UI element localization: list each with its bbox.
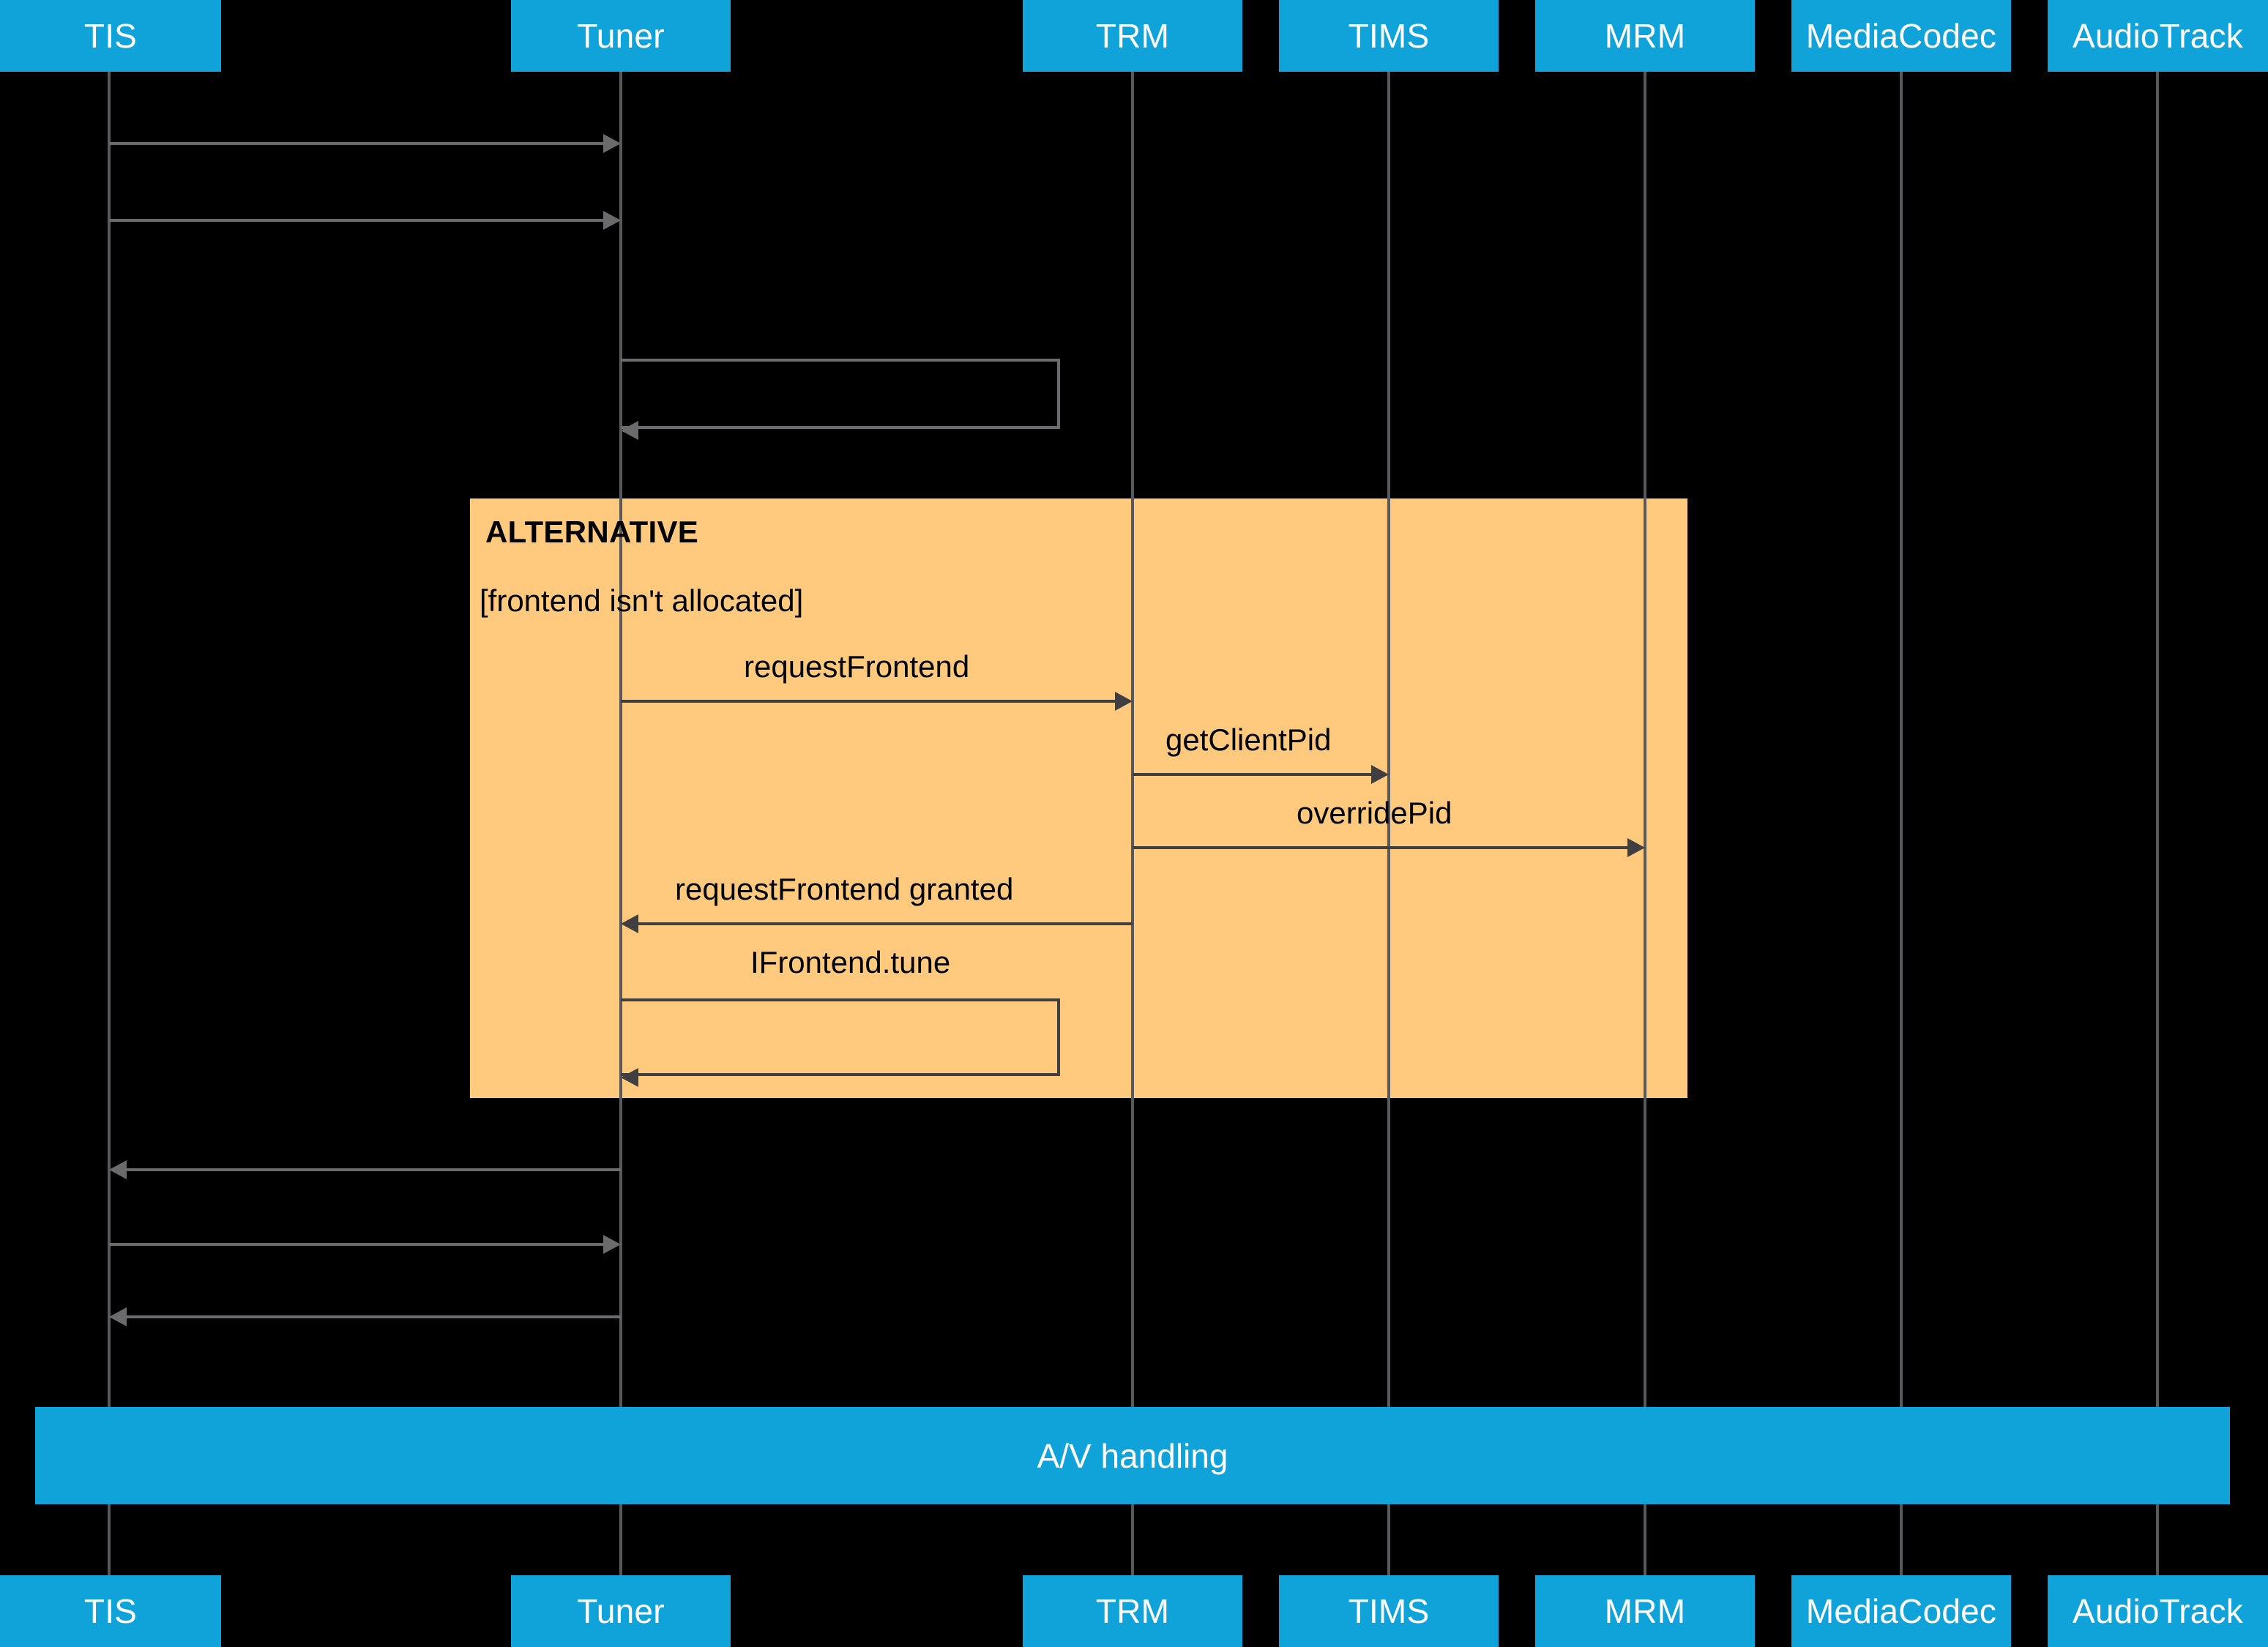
self-call-m8: [621, 998, 1060, 1076]
av-handling-band[interactable]: A/V handling: [35, 1407, 2230, 1504]
message-line-m2: [109, 219, 603, 222]
participant-footer-audiotrack[interactable]: AudioTrack: [2048, 1575, 2268, 1647]
message-label-m8: IFrontend.tune: [750, 945, 951, 979]
fragment-guard: [frontend isn't allocated]: [480, 583, 804, 618]
participant-label: MediaCodec: [1805, 1592, 1997, 1630]
participant-label: TRM: [1095, 17, 1170, 55]
message-line-m9: [127, 1168, 621, 1171]
arrow-head-m9: [109, 1160, 127, 1179]
participant-footer-tims[interactable]: TIMS: [1279, 1575, 1499, 1647]
participant-label: TIMS: [1348, 17, 1430, 55]
participant-footer-mrm[interactable]: MRM: [1535, 1575, 1755, 1647]
participant-label: Tuner: [577, 1592, 665, 1630]
participant-header-tims[interactable]: TIMS: [1279, 0, 1499, 72]
participant-label: AudioTrack: [2073, 17, 2243, 55]
message-line-m4: [621, 700, 1115, 703]
participant-label: TIS: [83, 1592, 138, 1630]
self-call-m3: [621, 359, 1060, 429]
message-line-m7: [638, 922, 1133, 925]
arrow-head-m7: [621, 914, 638, 933]
arrow-head-m3: [621, 421, 638, 440]
lifeline-segment-mrm-fragment: [1644, 498, 1646, 1098]
participant-label: MediaCodec: [1805, 17, 1997, 55]
lifeline-tis: [108, 72, 111, 1575]
arrow-head-m6: [1627, 838, 1645, 857]
participant-label: TRM: [1095, 1592, 1170, 1630]
participant-header-audiotrack[interactable]: AudioTrack: [2048, 0, 2268, 72]
participant-header-mrm[interactable]: MRM: [1535, 0, 1755, 72]
arrow-head-m11: [109, 1307, 127, 1326]
participant-label: TIMS: [1348, 1592, 1430, 1630]
participant-header-mediacodec[interactable]: MediaCodec: [1791, 0, 2011, 72]
message-label-m4: requestFrontend: [744, 649, 970, 684]
message-line-m11: [127, 1315, 621, 1318]
lifeline-segment-trm-fragment: [1131, 498, 1134, 1098]
fragment-title: ALTERNATIVE: [485, 515, 699, 549]
arrow-head-m8: [621, 1068, 638, 1087]
message-label-m6: overridePid: [1297, 796, 1452, 830]
participant-label: AudioTrack: [2073, 1592, 2243, 1630]
arrow-head-m4: [1115, 692, 1133, 711]
lifeline-audiotrack: [2156, 72, 2159, 1575]
participant-label: TIS: [83, 17, 138, 55]
participant-footer-mediacodec[interactable]: MediaCodec: [1791, 1575, 2011, 1647]
arrow-head-m10: [603, 1235, 621, 1254]
participant-label: MRM: [1604, 17, 1686, 55]
message-line-m10: [109, 1243, 603, 1246]
arrow-head-m5: [1371, 765, 1389, 784]
participant-footer-tuner[interactable]: Tuner: [511, 1575, 731, 1647]
participant-header-tis[interactable]: TIS: [0, 0, 221, 72]
lifeline-segment-tuner-fragment: [619, 498, 622, 1098]
participant-footer-tis[interactable]: TIS: [0, 1575, 221, 1647]
message-line-m6: [1133, 846, 1627, 849]
participant-label: MRM: [1604, 1592, 1686, 1630]
lifeline-segment-tims-fragment: [1387, 498, 1390, 1098]
lifeline-mediacodec: [1900, 72, 1903, 1575]
message-line-m5: [1133, 773, 1371, 776]
av-handling-label: A/V handling: [1037, 1436, 1228, 1475]
message-line-m1: [109, 142, 603, 145]
message-label-m7: requestFrontend granted: [675, 872, 1014, 906]
participant-header-trm[interactable]: TRM: [1023, 0, 1242, 72]
message-label-m5: getClientPid: [1165, 722, 1332, 757]
participant-footer-trm[interactable]: TRM: [1023, 1575, 1242, 1647]
combined-fragment-alternative: [470, 498, 1687, 1098]
participant-header-tuner[interactable]: Tuner: [511, 0, 731, 72]
arrow-head-m1: [603, 134, 621, 153]
arrow-head-m2: [603, 211, 621, 230]
participant-label: Tuner: [577, 17, 665, 55]
